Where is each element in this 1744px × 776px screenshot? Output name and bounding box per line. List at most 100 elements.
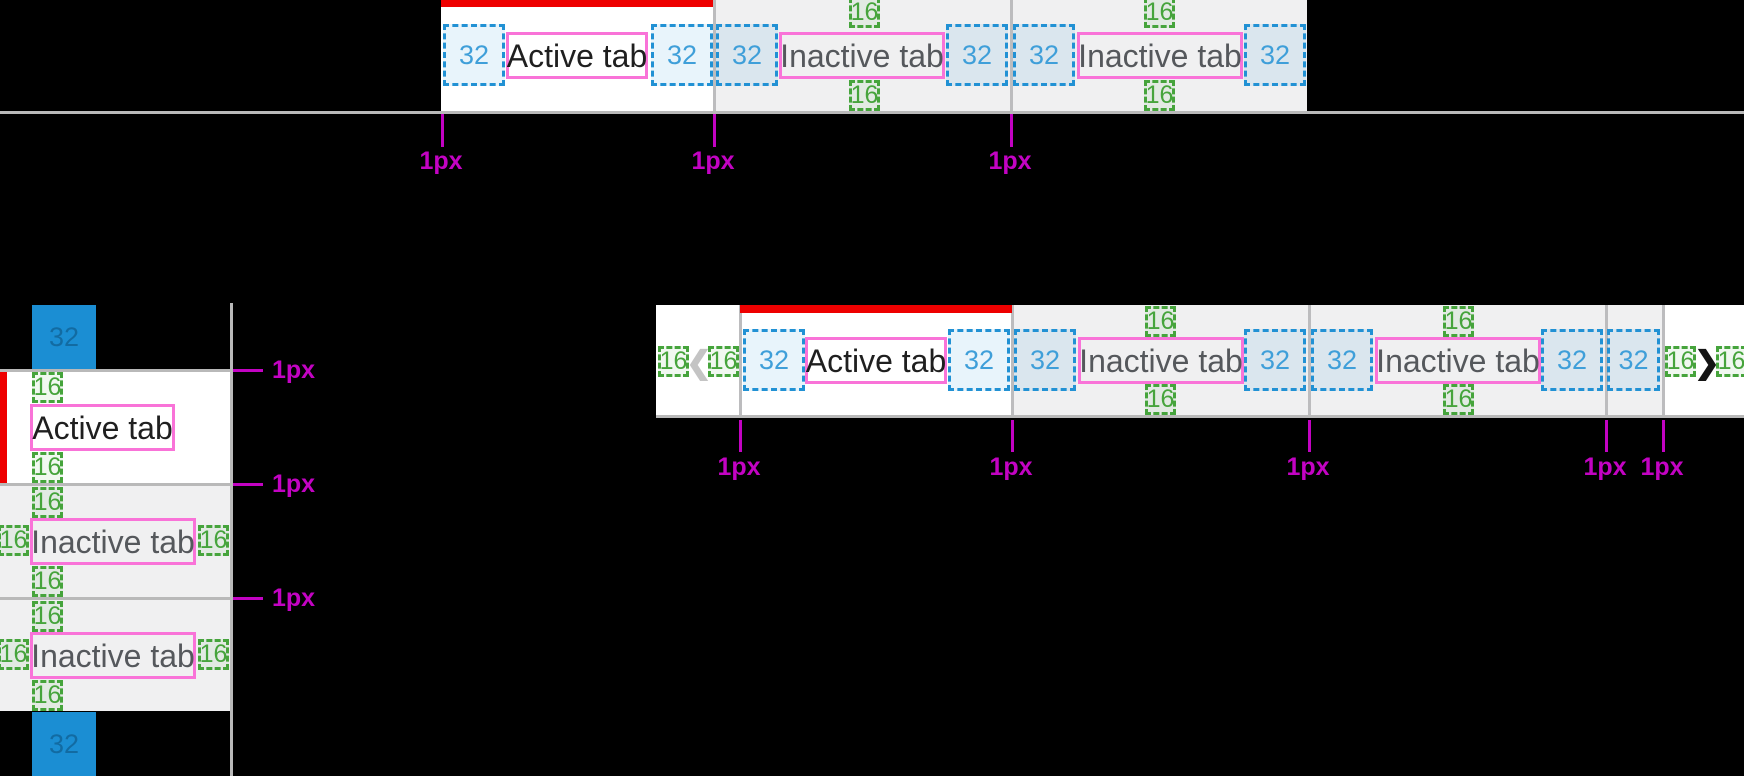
tab-divider (1605, 305, 1608, 415)
redline-label: 1px (272, 470, 316, 498)
measure-32-box: 32 (716, 24, 778, 86)
tab-inactive[interactable] (0, 600, 230, 711)
tab-label-box: Inactive tab (1375, 337, 1541, 384)
tab-label-box: Inactive tab (779, 32, 945, 79)
redline-label: 1px (989, 453, 1033, 481)
tab-divider (1662, 305, 1665, 415)
redline-label: 1px (717, 453, 761, 481)
measure-16-box: 16 (1716, 346, 1744, 377)
measure-16-box: 16 (198, 525, 229, 556)
measure-32-box: 32 (1607, 329, 1660, 391)
top-tab-bar: 32 Active tab 32 32 Inactive tab 32 16 1… (441, 0, 1307, 111)
measure-32-box: 32 (1244, 24, 1306, 86)
measure-16-box: 16 (658, 346, 689, 377)
redline-tick (1662, 420, 1665, 452)
measure-32-box: 32 (1014, 329, 1076, 391)
tab-active[interactable] (0, 372, 230, 483)
redline-tick (1308, 420, 1311, 452)
redline-label: 1px (419, 147, 463, 175)
tab-divider (1010, 0, 1013, 111)
tab-label-box: Active tab (805, 337, 947, 384)
tab-inactive[interactable] (716, 0, 1010, 111)
tab-label-box: Inactive tab (1078, 337, 1244, 384)
active-tab-indicator (0, 372, 7, 483)
measure-32-box: 32 (443, 24, 505, 86)
redline-label: 1px (1286, 453, 1330, 481)
tab-divider (739, 305, 742, 415)
measure-32-box: 32 (1244, 329, 1306, 391)
measure-32-box: 32 (743, 329, 805, 391)
tab-inactive[interactable] (1013, 0, 1307, 111)
measure-16-box: 16 (1665, 346, 1696, 377)
scrollable-tab-bar: 16 ❮ 16 32 Active tab 32 32 Inactive tab… (656, 305, 1744, 418)
measure-32-block-top: 32 (32, 305, 96, 369)
tab-label-box: Inactive tab (30, 632, 196, 679)
measure-16-box: 16 (32, 487, 63, 518)
active-tab-indicator (441, 0, 713, 7)
tab-active[interactable] (742, 305, 1011, 415)
measure-32-box: 32 (1311, 329, 1373, 391)
redline-tick (739, 420, 742, 452)
row-border (0, 369, 230, 372)
measure-16-box: 16 (32, 601, 63, 632)
tab-label-box: Active tab (30, 404, 175, 451)
measure-32-box: 32 (1541, 329, 1603, 391)
vertical-tab-bar: 32 32 16 Active tab 16 16 16 Inactive ta… (0, 303, 330, 776)
measure-32-box: 32 (1013, 24, 1075, 86)
redline-tick (441, 114, 444, 147)
measure-16-box: 16 (1145, 384, 1176, 415)
redline-tick (1605, 420, 1608, 452)
measure-16-box: 16 (1443, 384, 1474, 415)
redline-tick (233, 597, 263, 600)
measure-16-box: 16 (849, 80, 880, 111)
redline-label: 1px (272, 356, 316, 384)
redline-tick (713, 114, 716, 147)
chevron-left-icon[interactable]: ❮ (686, 344, 712, 380)
tab-inactive[interactable] (1014, 305, 1308, 415)
measure-16-box: 16 (32, 372, 63, 403)
tab-divider (713, 0, 716, 111)
measure-16-box: 16 (198, 639, 229, 670)
scroll-bar-bottom-border (656, 415, 1744, 418)
measure-16-box: 16 (1144, 80, 1175, 111)
redline-tick (233, 483, 263, 486)
measure-16-box: 16 (1145, 306, 1176, 337)
tab-label-box: Inactive tab (30, 518, 196, 565)
redline-label: 1px (988, 147, 1032, 175)
measure-16-box: 16 (849, 0, 880, 28)
chevron-right-icon[interactable]: ❯ (1694, 344, 1720, 380)
measure-32-box: 32 (651, 24, 713, 86)
scroll-button-right[interactable] (1665, 305, 1744, 415)
measure-32-box: 32 (948, 329, 1010, 391)
measure-32-box: 32 (946, 24, 1008, 86)
row-border (0, 597, 230, 600)
measure-16-box: 16 (0, 639, 29, 670)
measure-16-box: 16 (32, 452, 63, 483)
redline-label: 1px (1583, 453, 1627, 481)
active-tab-indicator (740, 305, 1012, 313)
measure-16-box: 16 (708, 346, 739, 377)
tab-active[interactable] (441, 0, 713, 111)
redline-label: 1px (691, 147, 735, 175)
measure-16-box: 16 (32, 566, 63, 597)
tab-inactive-overflow[interactable] (1608, 305, 1662, 415)
tab-inactive[interactable] (1311, 305, 1605, 415)
measure-16-box: 16 (1443, 306, 1474, 337)
scroll-button-left[interactable] (656, 305, 739, 415)
measure-16-box: 16 (0, 525, 29, 556)
measure-32-block-bottom: 32 (32, 712, 96, 776)
redline-tick (1011, 420, 1014, 452)
row-border (0, 483, 230, 486)
tab-label-box: Inactive tab (1077, 32, 1243, 79)
tab-divider (1011, 305, 1014, 415)
tab-inactive[interactable] (0, 486, 230, 597)
tab-divider (1308, 305, 1311, 415)
vertical-bar-right-border (230, 303, 233, 776)
measure-16-box: 16 (32, 680, 63, 711)
redline-tick (1010, 114, 1013, 147)
redline-label: 1px (1640, 453, 1684, 481)
top-bar-bottom-border (0, 111, 1744, 114)
measure-16-box: 16 (1144, 0, 1175, 28)
redline-tick (233, 369, 263, 372)
